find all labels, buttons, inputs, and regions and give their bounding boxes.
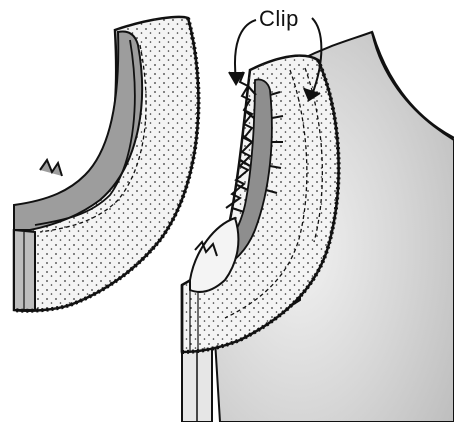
left-facing-piece — [14, 17, 198, 311]
clip-callout-label: Clip — [259, 6, 299, 32]
notch-icon — [40, 160, 62, 176]
